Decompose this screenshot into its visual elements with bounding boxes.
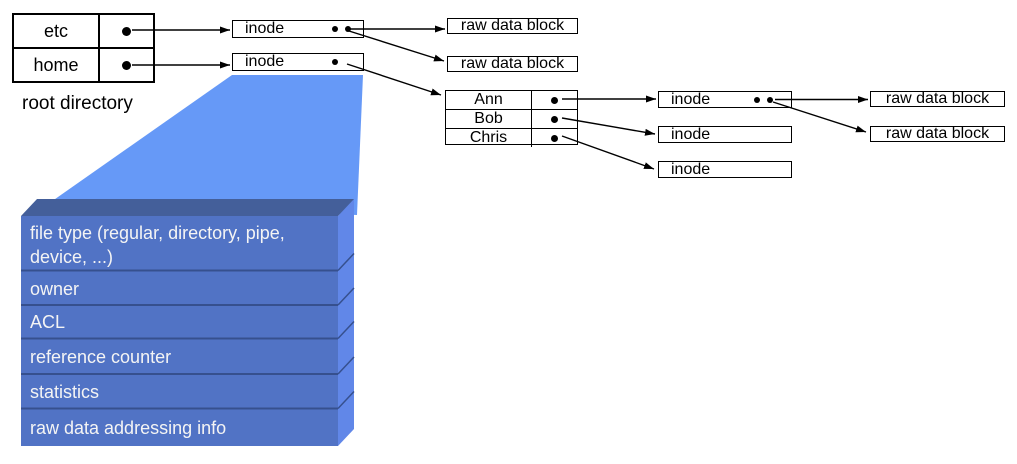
inode-box-home: inode	[232, 53, 364, 71]
raw-data-block-1: raw data block	[447, 18, 578, 34]
inode-label: inode	[245, 53, 285, 70]
inode-field-owner: owner	[30, 278, 80, 299]
pointer-dot-icon	[551, 96, 558, 104]
pointer-dot-icon	[345, 26, 351, 32]
dir-entry-chris: Chris	[446, 129, 532, 147]
inode-box-bob: inode	[658, 126, 792, 143]
inode-box-etc: inode	[232, 20, 364, 38]
pointer-dot-icon	[551, 115, 558, 123]
dir-entry-bob: Bob	[446, 110, 532, 129]
inode-label: inode	[671, 125, 711, 143]
inode-box-chris: inode	[658, 161, 792, 178]
side-separator	[337, 287, 355, 306]
raw-data-block-2: raw data block	[447, 56, 578, 72]
side-separator	[337, 390, 355, 410]
inode-label: inode	[671, 160, 711, 178]
inode-box-ann: inode	[658, 91, 792, 108]
pointer-dot-icon	[551, 134, 558, 142]
pointer-dot-icon	[754, 96, 760, 103]
raw-data-block-label: raw data block	[460, 17, 565, 34]
root-entry-etc-pointer-cell	[100, 15, 153, 49]
pointer-dot-icon	[122, 60, 131, 70]
dir-entry-bob-pointer-cell	[532, 110, 577, 129]
root-entry-home-pointer-cell	[100, 49, 153, 81]
dir-entry-ann-pointer-cell	[532, 91, 577, 110]
raw-data-block-label: raw data block	[885, 90, 990, 107]
inode-detail-top-face	[21, 199, 354, 216]
inode-detail-side-face	[338, 199, 354, 446]
raw-data-block-label: raw data block	[885, 125, 990, 142]
inode-label: inode	[245, 20, 285, 37]
side-separator	[337, 252, 355, 272]
inode-field-acl: ACL	[30, 312, 66, 332]
home-directory-table: Ann Bob Chris	[445, 90, 578, 147]
side-separator	[337, 356, 355, 375]
raw-data-block-label: raw data block	[460, 55, 565, 72]
pointer-dot-icon	[767, 96, 773, 103]
root-entry-home: home	[14, 49, 100, 81]
pointer-dot-icon	[122, 26, 131, 36]
raw-data-block-3: raw data block	[870, 91, 1005, 107]
pointer-dot-icon	[332, 26, 338, 32]
root-entry-etc: etc	[14, 15, 100, 49]
inode-field-raw-data-addressing: raw data addressing info	[30, 418, 227, 438]
inode-field-reference-counter: reference counter	[30, 347, 172, 367]
inode-field-file-type: file type (regular, directory, pipe, dev…	[30, 223, 285, 267]
inode-label: inode	[671, 90, 711, 108]
root-directory-table: etc home	[12, 13, 155, 83]
pointer-dot-icon	[332, 59, 338, 65]
dir-entry-ann: Ann	[446, 91, 532, 110]
raw-data-block-4: raw data block	[870, 126, 1005, 142]
root-directory-caption: root directory	[22, 93, 133, 114]
side-separator	[337, 320, 355, 340]
inode-field-statistics: statistics	[30, 382, 100, 402]
dir-entry-chris-pointer-cell	[532, 129, 577, 147]
